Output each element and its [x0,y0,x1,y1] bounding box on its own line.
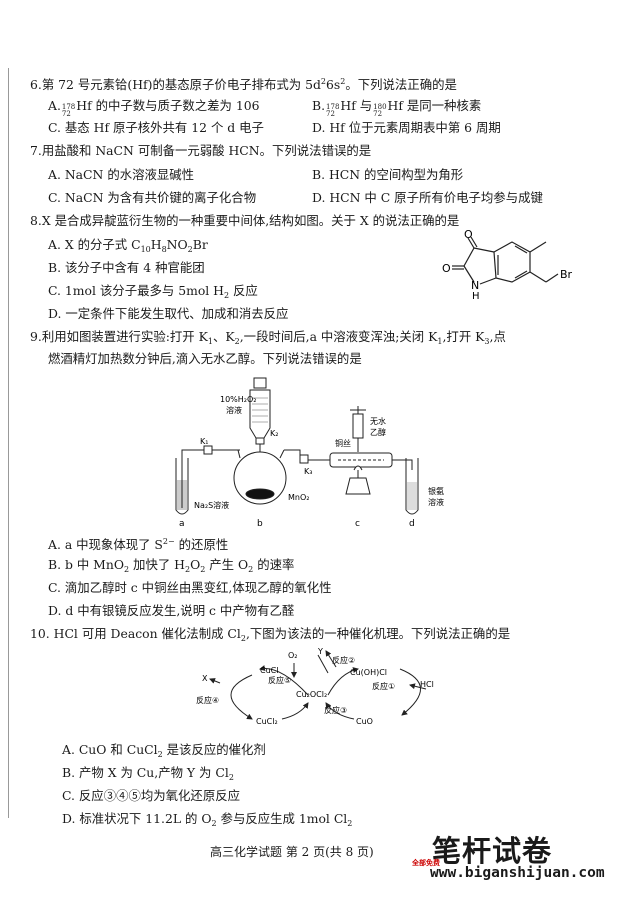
q9-option-c: C. 滴加乙醇时 c 中铜丝由黑变红,体现乙醇的氧化性 [48,580,332,595]
q7-option-c: C. NaCN 为含有共价键的离子化合物 [48,190,257,205]
cycle-reaction-4: 反应④ [196,695,219,705]
label-c: c [355,519,360,529]
cycle-cuo: CuO [356,717,373,726]
q6-option-c: C. 基态 Hf 原子核外共有 12 个 d 电子 [48,120,264,135]
q8-option-a: A. X 的分子式 C10H8NO2Br [48,237,208,254]
label-k3: K₃ [304,467,312,476]
label-d: d [409,519,415,529]
label-silver-ammonia-2: 溶液 [428,497,444,507]
label-h2o2-solution: 溶液 [226,405,242,415]
label-a: a [179,519,185,529]
q10-option-a: A. CuO 和 CuCl2 是该反应的催化剂 [62,742,266,759]
q10-option-d: D. 标准状况下 11.2L 的 O2 参与反应生成 1mol Cl2 [62,811,353,828]
cycle-cuohcl: Cu(OH)Cl [350,668,387,677]
cycle-reaction-2: 反应② [332,655,355,665]
molecule-atom-o-left: O [442,262,451,275]
label-b: b [257,519,263,529]
molecule-atom-n: N [471,279,479,292]
q7-option-b: B. HCN 的空间构型为角形 [312,167,464,182]
cycle-x: X [202,674,208,683]
cycle-o2: O₂ [288,651,298,660]
q10-stem: 10. HCl 可用 Deacon 催化法制成 Cl2,下图为该法的一种催化机理… [30,626,511,643]
watermark-url: www.biganshijuan.com [430,865,605,881]
cycle-reaction-3: 反应③ [324,705,347,715]
cycle-hcl: HCl [420,680,434,689]
watermark-tag: 全部免费 [412,859,440,867]
cycle-reaction-1: 反应① [372,681,395,691]
page-footer: 高三化学试题 第 2 页(共 8 页) [210,845,374,859]
label-ethanol-1: 无水 [370,416,386,426]
label-k2: K₂ [270,429,278,438]
label-copper-wire: 铜丝 [335,438,351,448]
q6-option-d: D. Hf 位于元素周期表中第 6 周期 [312,120,501,135]
q7-option-d: D. HCN 中 C 原子所有价电子均参与成键 [312,190,543,205]
q9-option-a: A. a 中现象体现了 S2− 的还原性 [48,537,229,552]
label-ethanol-2: 乙醇 [370,427,386,437]
q10-option-c: C. 反应③④⑤均为氧化还原反应 [62,788,240,803]
q10-catalytic-cycle-figure: O₂ Y X CuCl Cu(OH)Cl Cu₂OCl₂ CuCl₂ CuO H… [196,647,434,726]
label-silver-ammonia-1: 银氨 [428,486,444,496]
q8-option-d: D. 一定条件下能发生取代、加成和消去反应 [48,306,289,321]
label-na2s: Na₂S溶液 [194,500,229,510]
q9-option-b: B. b 中 MnO2 加快了 H2O2 产生 O2 的速率 [48,557,295,574]
q7-option-a: A. NaCN 的水溶液显碱性 [48,167,195,182]
q9-stem-line1: 9.利用如图装置进行实验:打开 K1、K2,一段时间后,a 中溶液变浑浊;关闭 … [30,329,506,346]
q10-option-b: B. 产物 X 为 Cu,产物 Y 为 Cl2 [62,765,234,782]
q8-stem: 8.X 是合成异靛蓝衍生物的一种重要中间体,结构如图。关于 X 的说法正确的是 [30,213,460,228]
q9-apparatus-figure: 10%H₂O₂ 溶液 K₁ K₂ K₃ Na₂S溶液 MnO₂ 铜丝 无水 乙醇… [175,377,444,529]
cycle-reaction-5: 反应⑤ [268,675,291,685]
q6-stem: 6.第 72 号元素铪(Hf)的基态原子价电子排布式为 5d26s2。下列说法正… [30,77,457,92]
cycle-y: Y [317,647,323,656]
molecule-atom-h: H [472,291,480,300]
cycle-cucl2: CuCl₂ [256,717,278,726]
q9-option-d: D. d 中有银镜反应发生,说明 c 中产物有乙醛 [48,603,295,618]
molecule-x-structure: O O N H Br [442,228,573,300]
page-left-border [8,68,9,818]
q9-stem-line2: 燃酒精灯加热数分钟后,滴入无水乙醇。下列说法错误的是 [48,351,362,366]
watermark-logo-text: 笔杆试卷 [432,834,553,868]
q7-stem: 7.用盐酸和 NaCN 可制备一元弱酸 HCN。下列说法错误的是 [30,143,372,158]
q8-option-c: C. 1mol 该分子最多与 5mol H2 反应 [48,283,258,300]
label-k1: K₁ [200,437,208,446]
molecule-atom-br: Br [560,268,573,281]
q8-option-b: B. 该分子中含有 4 种官能团 [48,260,205,275]
label-mno2: MnO₂ [288,493,309,502]
cycle-cu2ocl2: Cu₂OCl₂ [296,690,327,699]
cycle-cucl: CuCl [260,666,278,675]
label-h2o2: 10%H₂O₂ [220,395,257,404]
molecule-atom-o-top: O [464,228,473,241]
